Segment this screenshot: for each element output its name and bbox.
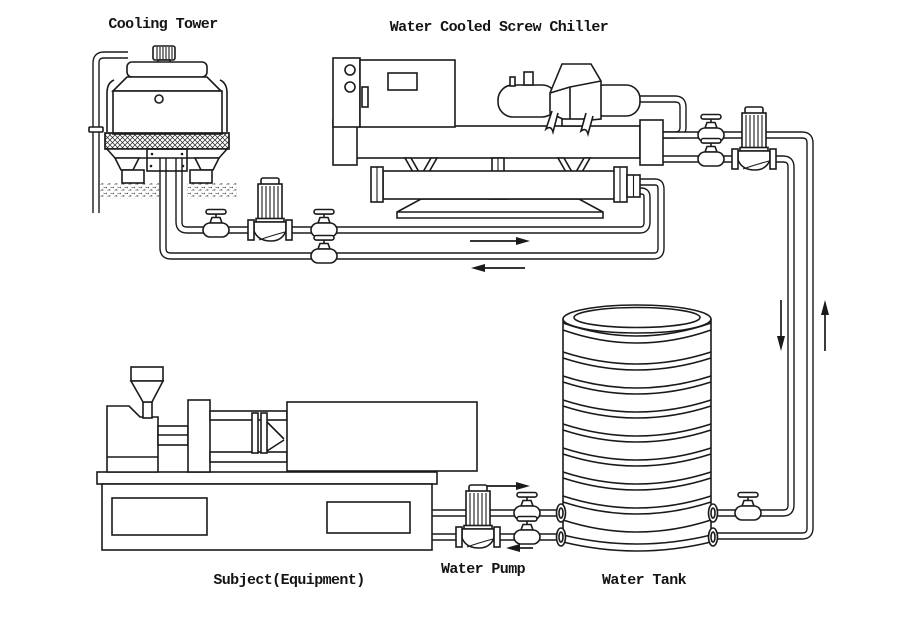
ground-hatch-right xyxy=(187,183,237,199)
control-panel xyxy=(359,59,456,128)
indicator-light-icon xyxy=(344,64,356,76)
pipe-flange xyxy=(88,126,104,133)
water-tank-label: Water Tank xyxy=(601,572,687,589)
cooling-tower xyxy=(88,45,230,184)
tank-valve xyxy=(734,491,762,521)
flow-arrows xyxy=(470,237,829,552)
pipes xyxy=(92,51,814,541)
screw-chiller xyxy=(332,57,664,219)
cooling-tower-label: Cooling Tower xyxy=(108,16,218,33)
valve xyxy=(310,234,338,264)
hopper-stem xyxy=(142,401,153,419)
flow-arrow-left-icon xyxy=(506,544,520,552)
evaporator-shell xyxy=(382,170,616,200)
valve xyxy=(310,208,338,238)
chiller-label: Water Cooled Screw Chiller xyxy=(389,19,609,36)
subject-equipment-label: Subject(Equipment) xyxy=(213,572,365,589)
cooling-water-pump xyxy=(247,177,293,242)
valve xyxy=(513,515,541,545)
valve xyxy=(697,137,725,167)
valve xyxy=(202,208,230,238)
water-pump-label: Water Pump xyxy=(440,561,526,578)
condenser-shell xyxy=(354,125,641,159)
chiller-base xyxy=(396,198,604,219)
flow-arrow-up-icon xyxy=(821,300,829,315)
flow-arrow-right-icon xyxy=(516,482,530,490)
indicator-light-icon xyxy=(344,81,356,93)
hopper xyxy=(130,366,164,382)
oil-separator xyxy=(497,84,558,118)
water-tank xyxy=(555,304,719,552)
injection-unit xyxy=(286,401,478,472)
ground-hatch-left xyxy=(100,183,159,199)
tank-ribs xyxy=(562,351,712,533)
subject-equipment xyxy=(96,366,478,551)
tank-port-flanges xyxy=(555,503,719,547)
flow-arrow-down-icon xyxy=(777,336,785,351)
tower-mesh-band xyxy=(104,132,230,150)
flow-arrow-left-icon xyxy=(471,264,485,272)
flow-arrow-right-icon xyxy=(516,237,530,245)
